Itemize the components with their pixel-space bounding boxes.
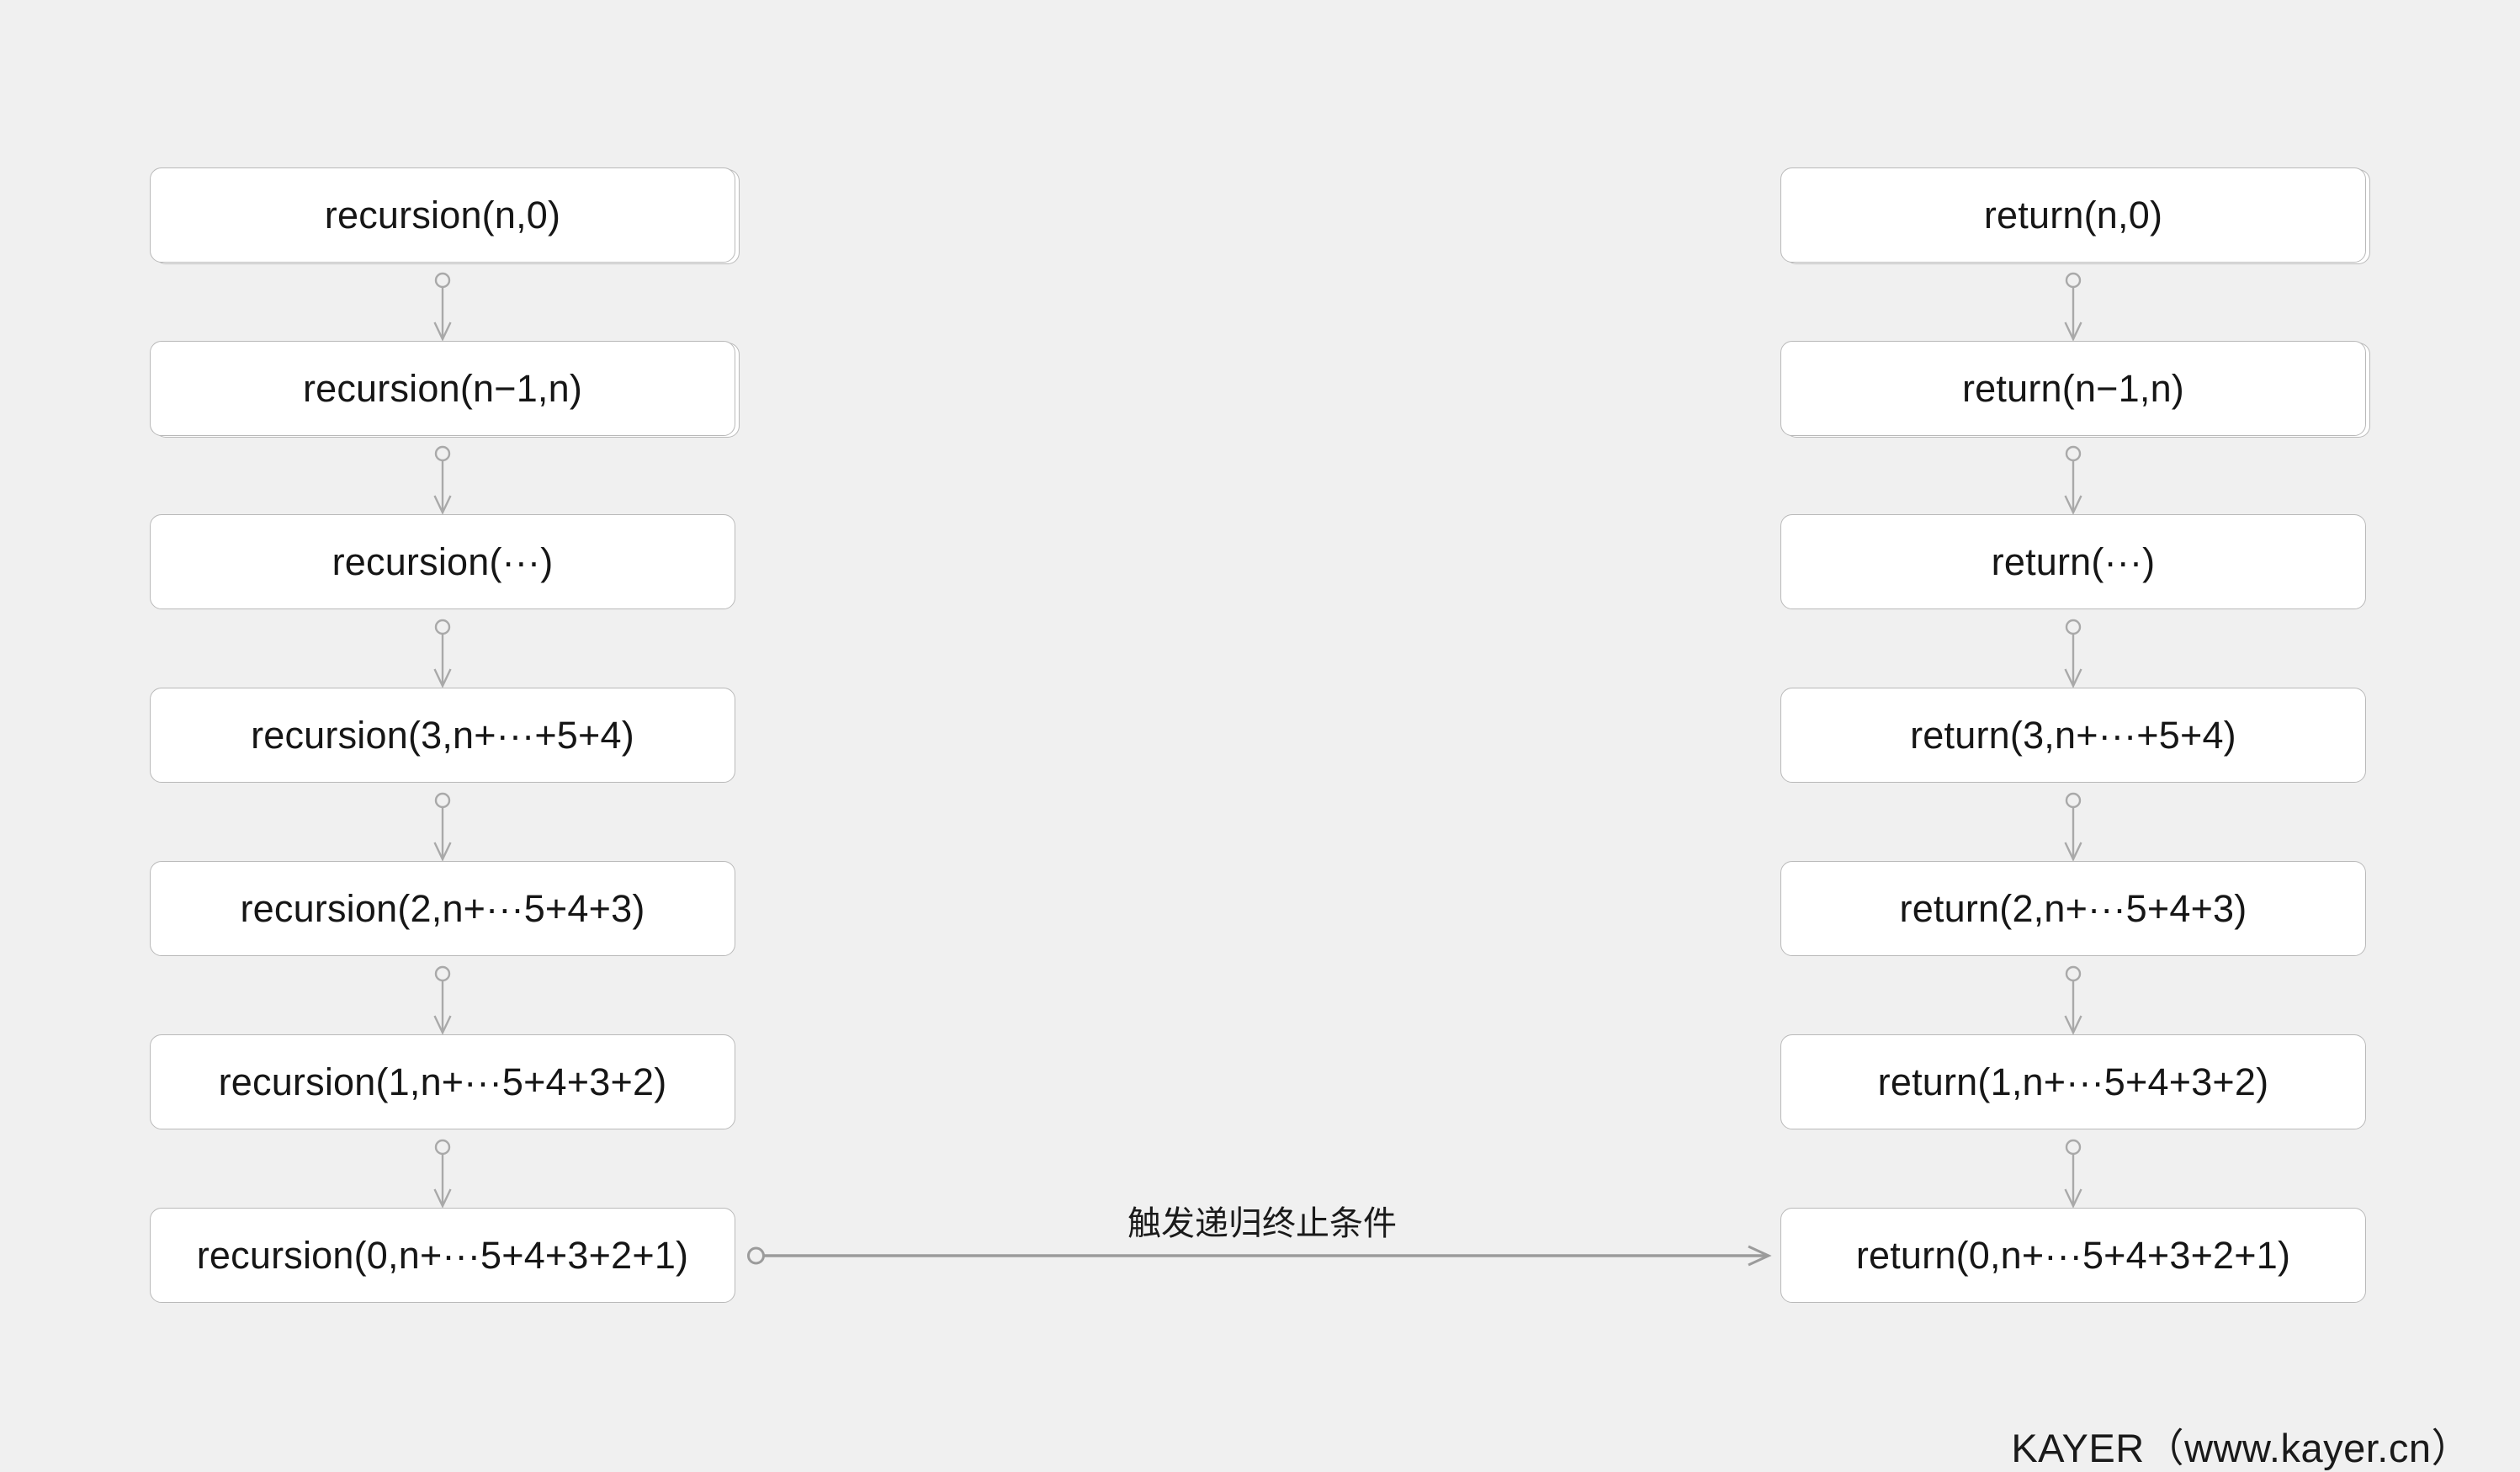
down-arrow-icon [2064,1139,2082,1208]
down-arrow-icon [433,1139,452,1208]
flow-node-label: return(n,0) [1983,193,2163,236]
down-arrow-icon [2064,445,2082,514]
flow-node-label: return(n−1,n) [1962,366,2184,410]
flow-node-label: return(1,n+···5+4+3+2) [1877,1060,2269,1103]
flow-node: recursion(n,0) [150,167,735,263]
flow-node-label: return(2,n+···5+4+3) [1899,886,2247,930]
flow-node: return(1,n+···5+4+3+2) [1780,1034,2366,1129]
flow-node-label: recursion(1,n+···5+4+3+2) [218,1060,667,1103]
down-arrow-icon [2064,272,2082,341]
down-arrow-icon [433,445,452,514]
flow-node-label: return(3,n+···+5+4) [1910,713,2236,757]
flow-node-label: return(0,n+···5+4+3+2+1) [1855,1233,2291,1277]
flow-node: return(n,0) [1780,167,2366,263]
flow-node: return(2,n+···5+4+3) [1780,861,2366,956]
watermark-credit: KAYER（www.kayer.cn） [2011,1426,2471,1470]
flow-node-label: recursion(0,n+···5+4+3+2+1) [196,1233,689,1277]
flow-node: recursion(0,n+···5+4+3+2+1) [150,1208,735,1303]
flow-node-label: return(···) [1991,539,2156,583]
down-arrow-icon [433,619,452,688]
down-arrow-icon [433,272,452,341]
flow-node-label: recursion(n,0) [324,193,561,236]
down-arrow-icon [2064,619,2082,688]
recursion-call-column: recursion(n,0) recursion(n−1,n) recursio… [150,167,735,1303]
flow-node: return(···) [1780,514,2366,609]
down-arrow-icon [433,965,452,1034]
flow-node-label: recursion(···) [332,539,554,583]
down-arrow-icon [2064,792,2082,861]
flow-node: recursion(2,n+···5+4+3) [150,861,735,956]
flow-node: recursion(1,n+···5+4+3+2) [150,1034,735,1129]
flow-node-label: recursion(2,n+···5+4+3) [240,886,645,930]
flow-node: recursion(···) [150,514,735,609]
flow-node: recursion(3,n+···+5+4) [150,688,735,783]
flow-node: return(3,n+···+5+4) [1780,688,2366,783]
flow-node-label: recursion(n−1,n) [302,366,583,410]
down-arrow-icon [2064,965,2082,1034]
terminate-arrow-icon [747,1245,1772,1267]
flow-node: recursion(n−1,n) [150,341,735,436]
flow-node: return(n−1,n) [1780,341,2366,436]
flow-node: return(0,n+···5+4+3+2+1) [1780,1208,2366,1303]
flow-node-label: recursion(3,n+···+5+4) [251,713,634,757]
return-column: return(n,0) return(n−1,n) return(···) re… [1780,167,2366,1303]
down-arrow-icon [433,792,452,861]
terminate-condition-label: 触发递归终止条件 [1127,1205,1397,1242]
